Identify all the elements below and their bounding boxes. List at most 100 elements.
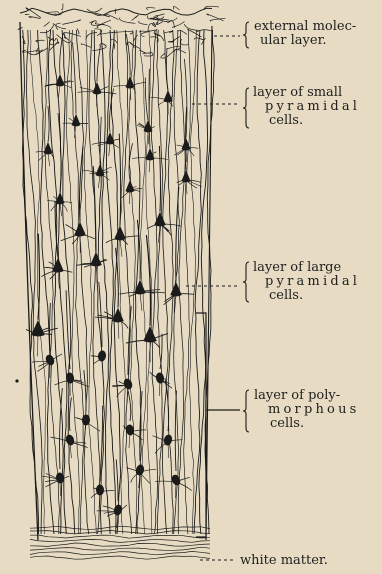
tangle-fiber (144, 52, 153, 56)
vertical-fiber (45, 30, 60, 534)
label-line: cells. (253, 289, 360, 303)
brace-small-pyramidal (243, 88, 249, 128)
apical-dendrite (38, 234, 39, 320)
brace-polymorphous (243, 390, 249, 432)
tangle-fiber (139, 21, 148, 25)
vertical-fiber (157, 30, 163, 534)
soma (74, 222, 86, 237)
label-large-pyramidal-layer: layer of large pyramidal cells. (253, 261, 360, 303)
tangle-fiber (132, 15, 139, 20)
label-line: morphous (254, 403, 360, 417)
label-external-molecular-layer: external molec- ular layer. (254, 20, 356, 48)
label-line: pyramidal (253, 100, 360, 114)
white-matter-fiber (30, 551, 210, 554)
tangle-fiber (57, 35, 71, 43)
tangle-fiber (56, 23, 61, 30)
apical-dendrite (84, 370, 86, 411)
soma (114, 226, 126, 241)
label-line: cells. (254, 417, 360, 431)
label-polymorphous-layer: layer of poly- morphous cells. (254, 389, 360, 431)
tangle-fiber (26, 8, 41, 18)
soma (113, 504, 124, 517)
soma (126, 180, 135, 193)
tangle-fiber (29, 17, 40, 19)
axon (129, 191, 130, 204)
brace-external-molecular (243, 22, 249, 48)
label-line: external molec- (254, 20, 356, 34)
vertical-fiber (30, 30, 46, 534)
tangle-fiber (36, 48, 48, 55)
apical-dendrite (100, 117, 101, 164)
apical-dendrite (119, 134, 120, 226)
tangle-fiber (156, 14, 165, 16)
white-matter-fiber (30, 556, 210, 559)
apical-dendrite (48, 106, 49, 142)
axon (58, 85, 60, 98)
polymorphous-cell (155, 390, 192, 498)
label-line: layer of poly- (254, 389, 360, 403)
tangle-fiber (164, 31, 173, 33)
apical-dendrite (160, 334, 162, 369)
apical-dendrite (146, 235, 150, 326)
tangle-fiber (146, 8, 155, 10)
tangle-fiber (46, 12, 58, 13)
vertical-fiber (23, 30, 39, 534)
soma (96, 484, 104, 495)
axon (186, 149, 187, 162)
label-small-pyramidal-layer: layer of small pyramidal cells. (253, 86, 360, 128)
white-matter-fiber (30, 547, 210, 550)
white-matter-fibers (30, 526, 210, 559)
soma (93, 82, 102, 95)
tangle-fiber (181, 39, 189, 45)
tangle-fiber (62, 20, 80, 24)
white-matter-fiber (30, 539, 210, 542)
axon (98, 175, 100, 188)
tangle-top-edge (20, 8, 212, 15)
tangle-fiber (178, 30, 187, 34)
apical-dendrite (50, 303, 51, 351)
axon (48, 153, 50, 166)
white-matter-fiber (30, 526, 210, 530)
tangle-fiber (48, 37, 56, 40)
soma (164, 90, 173, 103)
apical-dendrite (69, 397, 71, 431)
tangle-fiber (120, 18, 136, 24)
tangle-fiber (27, 52, 37, 55)
vertical-fiber (151, 30, 157, 534)
label-white-matter: white matter. (240, 554, 328, 568)
axon (109, 143, 110, 156)
tangle-fiber (61, 4, 63, 10)
pyramidal-cell (78, 45, 117, 106)
vertical-fiber (84, 30, 96, 534)
apical-dendrite (116, 248, 119, 308)
apical-dendrite (159, 146, 160, 212)
apical-dendrite (145, 78, 148, 120)
tangle-fiber (143, 53, 151, 54)
tangle-fiber (44, 22, 50, 27)
vertical-fiber (174, 30, 180, 534)
tangle-fiber (77, 28, 79, 33)
soma (182, 170, 191, 183)
axon (148, 131, 149, 144)
axon (175, 483, 176, 498)
tangle-fiber (87, 8, 102, 12)
apical-dendrite (126, 34, 130, 76)
stray-dot (15, 379, 18, 382)
axon (60, 203, 62, 216)
label-line: ular layer. (254, 34, 356, 48)
label-line: cells. (253, 114, 360, 128)
axon (140, 293, 142, 311)
label-line: pyramidal (253, 275, 360, 289)
white-matter-fiber (30, 531, 210, 535)
brace-large-pyramidal (243, 262, 249, 302)
label-line: layer of large (253, 261, 360, 275)
tangle-fiber (173, 6, 179, 10)
apical-dendrite (116, 459, 118, 501)
label-line: layer of small (253, 86, 360, 100)
tangle-fiber (184, 24, 198, 30)
vertical-fibers (20, 22, 214, 540)
vertical-fiber (163, 30, 169, 534)
tangle-fiber (36, 40, 45, 42)
soma (64, 433, 75, 446)
tangle-fiber (25, 14, 29, 15)
